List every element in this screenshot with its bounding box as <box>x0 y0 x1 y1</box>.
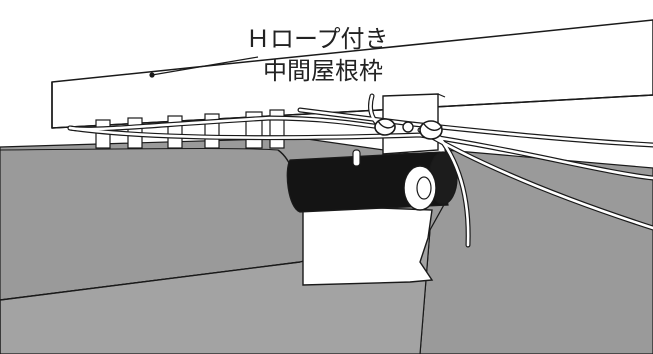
roller-peg <box>352 149 361 167</box>
tarp-flap <box>302 204 434 286</box>
rope-knots <box>374 118 443 140</box>
roof-frame-beam <box>51 19 653 129</box>
tarp-roller <box>286 151 458 213</box>
callout-leader <box>149 56 259 78</box>
callout-label-line2: 中間屋根枠 <box>263 57 383 85</box>
callout-label-line1: Ｈロープ付き <box>246 25 389 53</box>
